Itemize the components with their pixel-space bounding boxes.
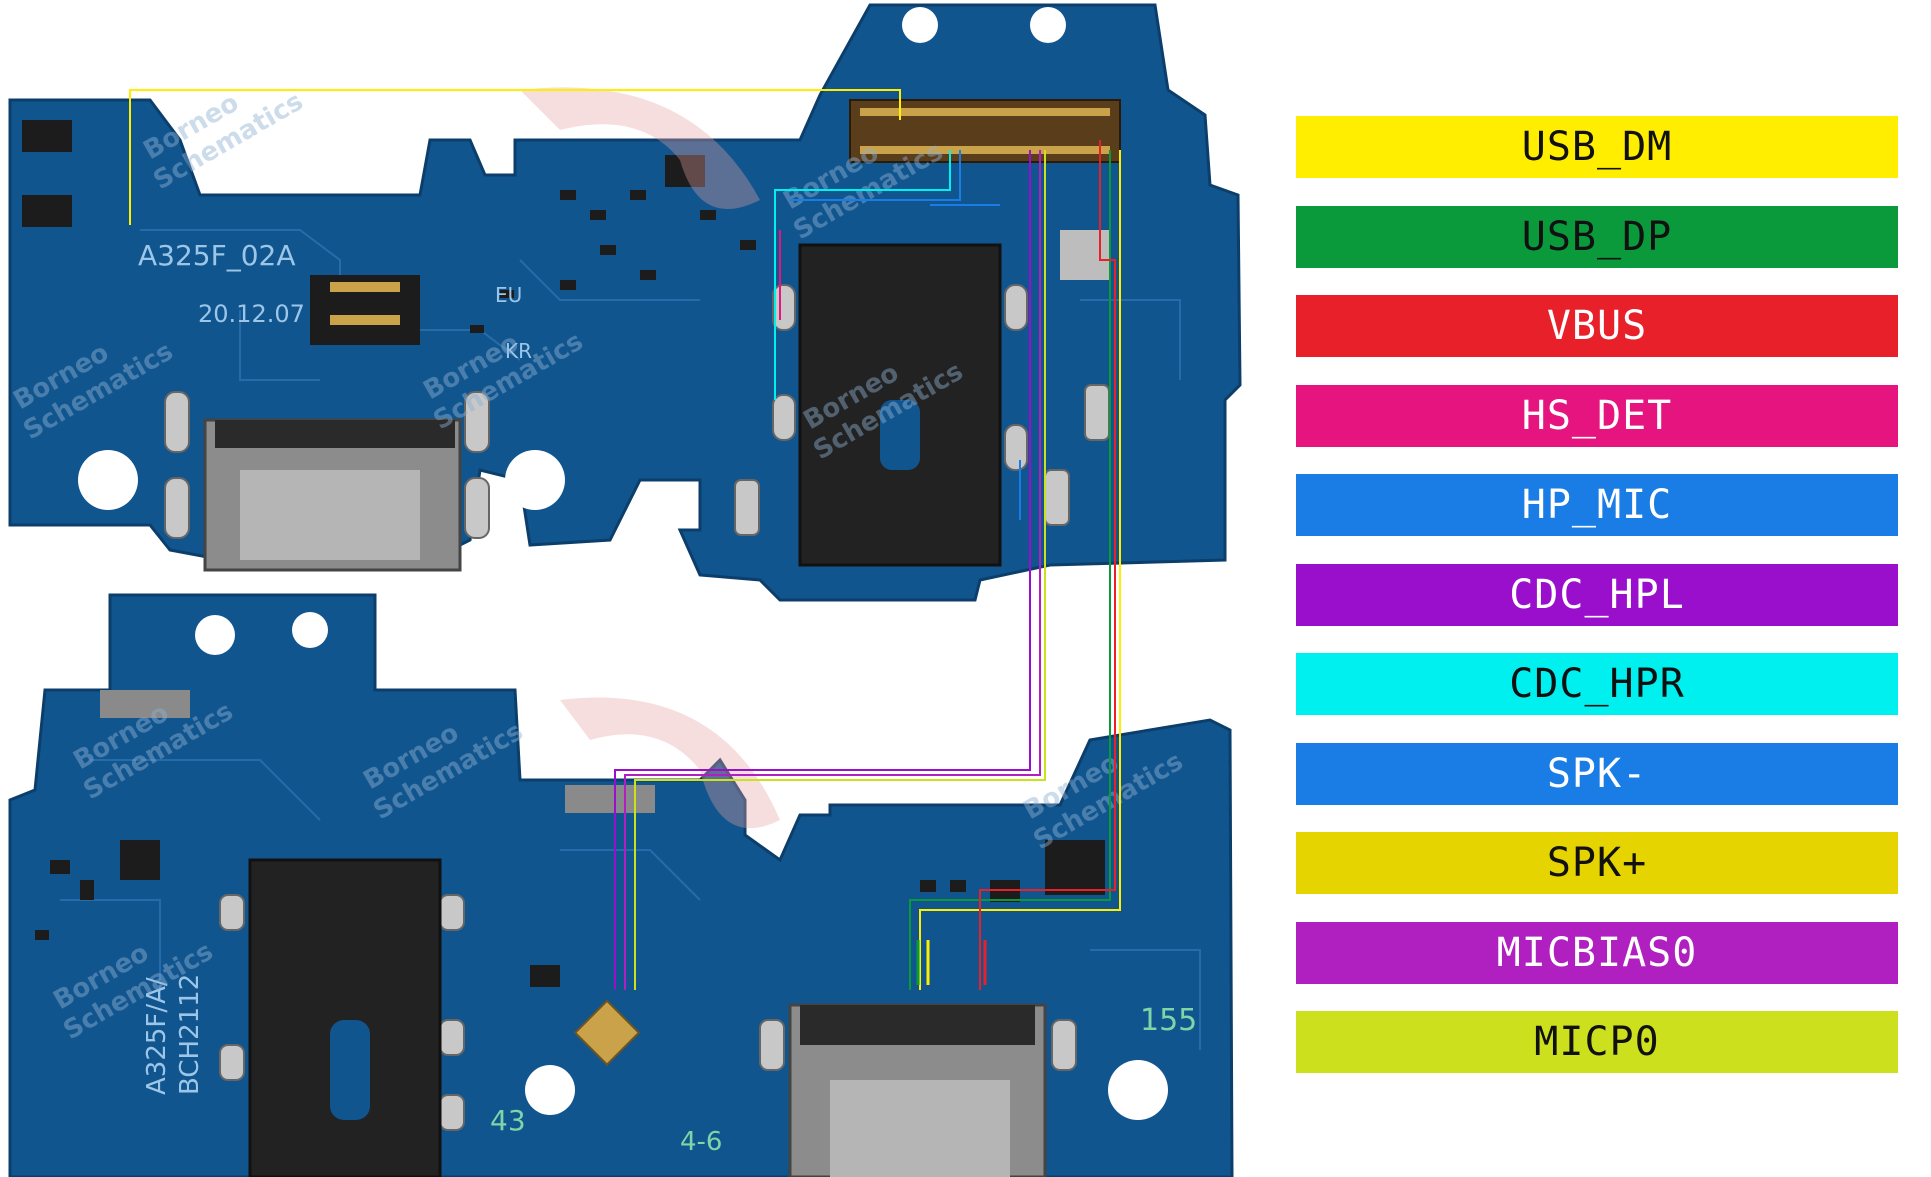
silk-number-155: 155	[1140, 1003, 1197, 1038]
board-model-label-bottom: A325F/A/	[142, 977, 172, 1095]
watermark-logo	[520, 87, 780, 829]
legend-item: MICP0	[1296, 1011, 1898, 1073]
mount-hole	[78, 450, 138, 510]
silk-number-4-6: 4-6	[680, 1127, 722, 1157]
legend-item: VBUS	[1296, 295, 1898, 357]
top-board: A325F_02A 20.12.07 EU KR	[8, 3, 1242, 602]
mount-hole	[525, 1065, 575, 1115]
signal-traces	[129, 89, 1121, 990]
region-label-eu: EU	[495, 283, 522, 307]
mount-hole	[505, 450, 565, 510]
silk-number-43: 43	[490, 1104, 526, 1137]
legend-item: SPK-	[1296, 742, 1898, 805]
board-code-label-bottom: BCH2112	[175, 974, 205, 1095]
mount-hole	[292, 612, 328, 648]
bottom-board: A325F/A/ BCH2112 155 43 4-6	[8, 593, 1234, 1177]
mount-hole	[1108, 1060, 1168, 1120]
board-date-label: 20.12.07	[198, 300, 305, 328]
headphone-jack-bottom	[248, 858, 442, 1177]
legend-item: HS_DET	[1296, 384, 1898, 447]
pcb-board-illustration: A325F_02A 20.12.07 EU KR	[8, 3, 1242, 1177]
mount-hole	[902, 7, 938, 43]
board-model-label: A325F_02A	[138, 239, 296, 272]
microphone	[573, 999, 641, 1066]
legend-item: SPK+	[1296, 832, 1898, 894]
legend-item: USB_DP	[1296, 205, 1898, 268]
mount-hole	[195, 615, 235, 655]
legend-item: MICBIAS0	[1296, 921, 1898, 984]
legend-item: USB_DM	[1296, 116, 1898, 178]
legend-item: HP_MIC	[1296, 474, 1898, 536]
legend-item: CDC_HPL	[1296, 563, 1898, 626]
legend-item: CDC_HPR	[1296, 653, 1898, 715]
region-label-kr: KR	[505, 339, 532, 363]
mount-hole	[1030, 7, 1066, 43]
